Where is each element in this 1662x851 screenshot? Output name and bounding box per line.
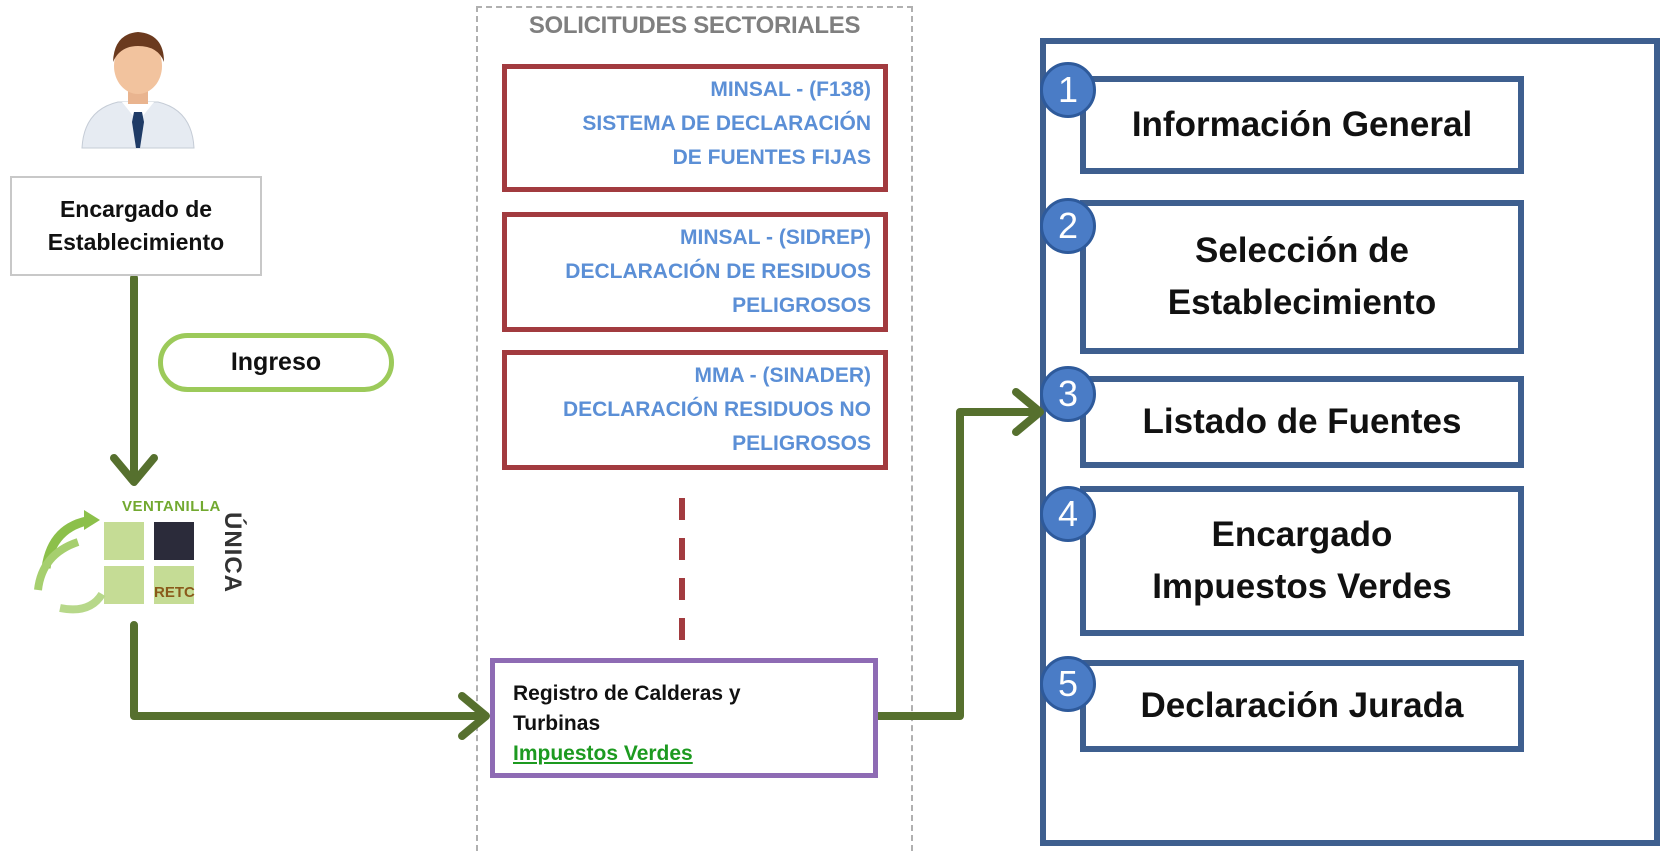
registry-line2: Turbinas bbox=[513, 712, 601, 735]
step-green-taxes-manager: Encargado Impuestos Verdes bbox=[1080, 486, 1524, 636]
step-number-badge: 2 bbox=[1040, 198, 1096, 254]
request-line: SISTEMA DE DECLARACIÓN bbox=[582, 112, 871, 135]
sectoral-requests-container bbox=[476, 6, 913, 851]
step-label: Selección de bbox=[1195, 231, 1409, 270]
login-pill: Ingreso bbox=[158, 333, 394, 392]
step-number-badge: 4 bbox=[1040, 486, 1096, 542]
request-line: DECLARACIÓN RESIDUOS NO bbox=[562, 398, 871, 421]
request-line: DECLARACIÓN DE RESIDUOS bbox=[565, 260, 871, 283]
request-line: DE FUENTES FIJAS bbox=[672, 146, 871, 169]
step-sworn-declaration: Declaración Jurada bbox=[1080, 660, 1524, 752]
step-label: Información General bbox=[1131, 105, 1473, 144]
request-line: MMA - (SINADER) bbox=[694, 364, 871, 387]
arrow-registry-to-steps bbox=[874, 408, 1042, 720]
ventanilla-unica-logo: VENTANILLA ÚNICA RETC bbox=[30, 498, 246, 624]
step-general-information: Información General bbox=[1080, 76, 1524, 174]
step-number-badge: 5 bbox=[1040, 656, 1096, 712]
step-label: Listado de Fuentes bbox=[1142, 402, 1462, 441]
step-number-badge: 3 bbox=[1040, 366, 1096, 422]
logo-top-text: VENTANILLA bbox=[122, 498, 221, 515]
step-label: Encargado bbox=[1211, 515, 1393, 554]
request-box-mma-sinader: MMA - (SINADER) DECLARACIÓN RESIDUOS NO … bbox=[502, 350, 888, 470]
establishment-manager-box: Encargado de Establecimiento bbox=[10, 176, 262, 276]
step-establishment-selection: Selección de Establecimiento bbox=[1080, 200, 1524, 354]
arrow-logo-to-registry bbox=[130, 621, 488, 720]
arrow-manager-to-logo-head bbox=[110, 454, 158, 486]
manager-label-line2: Establecimiento bbox=[47, 229, 225, 255]
step-label: Establecimiento bbox=[1167, 283, 1437, 322]
request-line: PELIGROSOS bbox=[732, 294, 871, 317]
arrow-registry-to-steps-head bbox=[1012, 388, 1044, 436]
logo-graphic bbox=[34, 510, 194, 614]
logo-retc-text: RETC bbox=[154, 584, 195, 601]
step-label: Declaración Jurada bbox=[1140, 686, 1464, 725]
boiler-turbine-registry-box: Registro de Calderas y Turbinas Impuesto… bbox=[490, 658, 878, 778]
manager-label-line1: Encargado de bbox=[59, 196, 213, 222]
green-taxes-link[interactable]: Impuestos Verdes bbox=[513, 742, 693, 765]
request-line: MINSAL - (SIDREP) bbox=[680, 226, 871, 249]
request-box-minsal-sidrep: MINSAL - (SIDREP) DECLARACIÓN DE RESIDUO… bbox=[502, 212, 888, 332]
sectoral-requests-title: SOLICITUDES SECTORIALES bbox=[528, 12, 861, 39]
request-line: PELIGROSOS bbox=[732, 432, 871, 455]
step-number-badge: 1 bbox=[1040, 62, 1096, 118]
steps-panel bbox=[1040, 38, 1660, 846]
request-line: MINSAL - (F138) bbox=[710, 78, 871, 101]
request-box-minsal-f138: MINSAL - (F138) SISTEMA DE DECLARACIÓN D… bbox=[502, 64, 888, 192]
logo-side-text: ÚNICA bbox=[219, 512, 246, 593]
registry-line1: Registro de Calderas y bbox=[513, 682, 741, 705]
arrow-logo-to-registry-head bbox=[458, 692, 490, 740]
step-sources-list: Listado de Fuentes bbox=[1080, 376, 1524, 468]
step-label: Impuestos Verdes bbox=[1152, 567, 1452, 606]
person-avatar-icon bbox=[78, 18, 198, 153]
login-label: Ingreso bbox=[230, 348, 322, 376]
